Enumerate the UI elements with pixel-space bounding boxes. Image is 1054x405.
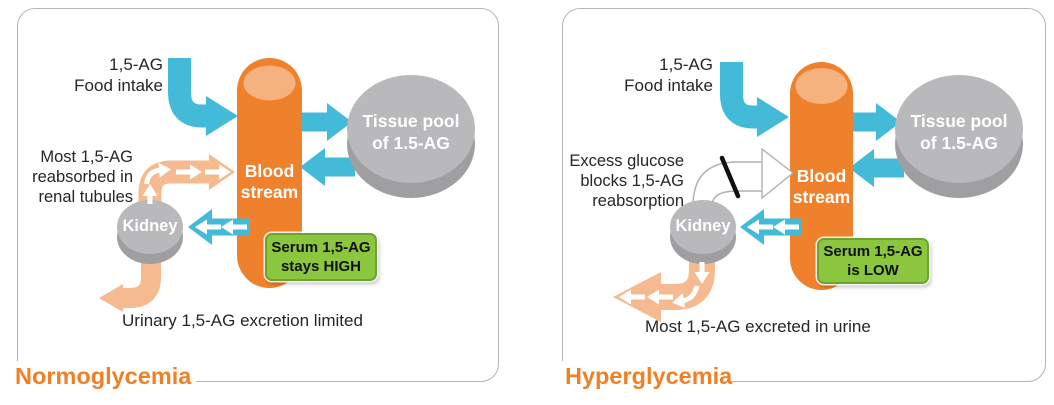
food-intake-arrowhead xyxy=(757,97,789,137)
normoglycemia-shapes xyxy=(99,58,475,312)
tissue-pool-label: Tissue pool of 1.5-AG xyxy=(910,111,1008,153)
reabsorption-note: Most 1,5-AG reabsorbed in renal tubules xyxy=(32,148,133,206)
kidney-label: Kidney xyxy=(675,217,731,235)
kidney-label: Kidney xyxy=(122,217,178,235)
excretion-caption: Most 1,5-AG excreted in urine xyxy=(645,317,871,336)
blocked-reabsorption-arrow xyxy=(692,147,795,207)
tissue-pool-label: Tissue pool of 1.5-AG xyxy=(362,111,460,153)
block-note: Excess glucose blocks 1,5-AG reabsorptio… xyxy=(569,152,684,210)
panel-frame-hyperglycemia xyxy=(562,8,1046,382)
food-intake-arrowhead xyxy=(206,96,238,136)
tissue-to-blood-arrow xyxy=(849,149,904,187)
blood-stream-label: Blood stream xyxy=(792,166,851,207)
tissue-to-blood-arrow xyxy=(300,148,355,186)
hyperglycemia-shapes xyxy=(613,62,1023,322)
blood-to-tissue-arrow xyxy=(300,103,352,141)
blood-stream-cylinder xyxy=(237,58,302,288)
title-backdrop xyxy=(546,361,728,405)
blood-stream-label: Blood stream xyxy=(240,161,299,202)
panel-title-normoglycemia: Normoglycemia xyxy=(15,363,192,389)
tissue-pool-disc xyxy=(895,75,1023,183)
panel-frame-normoglycemia xyxy=(17,8,499,382)
excretion-arrowhead xyxy=(99,284,123,312)
excretion-flow-chevrons xyxy=(618,262,710,309)
block-slash xyxy=(719,155,741,199)
excretion-arrow xyxy=(123,250,161,308)
food-intake-arrow xyxy=(720,62,757,129)
excretion-caption: Urinary 1,5-AG excretion limited xyxy=(122,311,363,330)
panel-title-hyperglycemia: Hyperglycemia xyxy=(565,363,733,389)
food-intake-label: 1,5-AG Food intake xyxy=(624,55,713,95)
serum-status-badge: Serum 1,5-AG is LOW xyxy=(817,238,929,284)
food-intake-arrow xyxy=(168,58,206,128)
reabsorption-flow-chevrons xyxy=(142,162,232,204)
blood-stream-cylinder-top xyxy=(243,65,296,101)
blood-stream-cylinder xyxy=(790,62,853,290)
tissue-pool-disc xyxy=(347,75,475,183)
kidney-disc xyxy=(117,200,183,254)
serum-status-badge: Serum 1,5-AG stays HIGH xyxy=(265,233,377,281)
kidney-disc xyxy=(670,200,736,254)
title-backdrop xyxy=(0,361,196,405)
blood-to-tissue-arrow xyxy=(849,103,901,141)
food-intake-label: 1,5-AG Food intake xyxy=(74,55,163,95)
blood-stream-cylinder-top xyxy=(795,68,848,104)
